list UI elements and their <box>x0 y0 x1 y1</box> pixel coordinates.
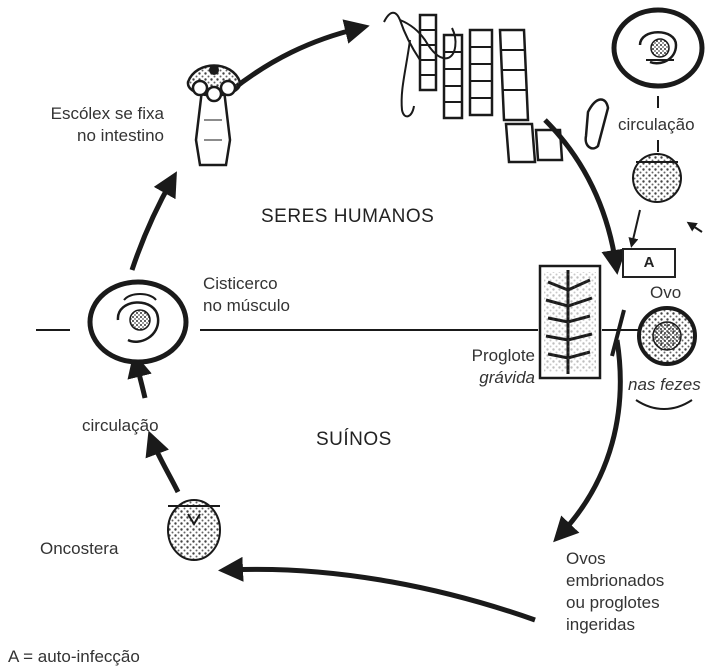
label-cisticerco: Cisticerco no músculo <box>203 273 290 317</box>
label-cisticerco-line2: no músculo <box>203 295 290 317</box>
a-pointer-2 <box>690 224 702 232</box>
a-pointer-1 <box>632 210 640 244</box>
scolex-illustration <box>188 65 240 165</box>
label-escolex: Escólex se fixa no intestino <box>14 103 164 147</box>
label-cisticerco-line1: Cisticerco <box>203 273 290 295</box>
box-a-label: A <box>624 250 674 276</box>
legend-auto-infeccao: A = auto-infecção <box>8 646 140 668</box>
label-proglote: Proglote grávida <box>420 345 535 389</box>
label-seres-humanos: SERES HUMANOS <box>261 206 434 228</box>
label-suinos: SUÍNOS <box>316 429 392 451</box>
label-ovos-line1: Ovos <box>566 548 664 570</box>
label-oncostera: Oncostera <box>40 538 118 560</box>
oncosphere-top-right <box>633 154 681 202</box>
arrow-escolex-to-adult <box>232 28 360 90</box>
label-nas-fezes: nas fezes <box>628 374 701 396</box>
label-ovos-line4: ingeridas <box>566 614 664 636</box>
label-ovos-embrionados: Ovos embrionados ou proglotes ingeridas <box>566 548 664 636</box>
oncostera-illustration <box>168 500 220 560</box>
label-escolex-line1: Escólex se fixa <box>14 103 164 125</box>
cisticerco-illustration <box>90 282 186 362</box>
label-ovos-line3: ou proglotes <box>566 592 664 614</box>
arrow-circulacao-to-cisticerco <box>136 362 145 398</box>
label-proglote-line1: Proglote <box>420 345 535 367</box>
box-a: A <box>622 248 676 278</box>
adult-worm-illustration <box>384 13 608 162</box>
label-circulacao-left: circulação <box>82 415 159 437</box>
fezes-curve <box>636 400 692 409</box>
proglote-illustration <box>540 266 600 378</box>
label-ovo: Ovo <box>650 282 681 304</box>
arrow-adult-to-proglote <box>545 120 616 265</box>
label-circulacao-top: circulação <box>618 114 695 136</box>
arrow-oncostera-to-circulacao <box>152 440 178 492</box>
egg-illustration <box>639 308 695 364</box>
arrow-cisticerco-to-escolex <box>132 180 172 270</box>
cyst-top-right-illustration <box>614 10 702 86</box>
label-escolex-line2: no intestino <box>14 125 164 147</box>
label-proglote-line2: grávida <box>420 367 535 389</box>
arrow-ovos-to-oncostera <box>228 569 535 620</box>
label-ovos-line2: embrionados <box>566 570 664 592</box>
